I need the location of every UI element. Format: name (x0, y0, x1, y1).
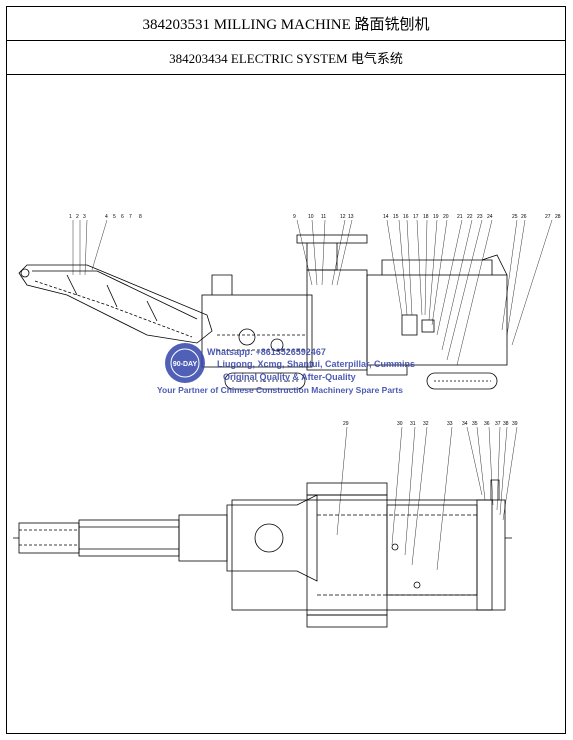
conveyor-side (18, 264, 213, 344)
svg-text:36: 36 (484, 421, 490, 427)
watermark-badge-icon (165, 343, 205, 383)
svg-text:8: 8 (139, 214, 142, 220)
svg-text:12: 12 (340, 214, 346, 220)
svg-text:14: 14 (383, 214, 389, 220)
svg-text:18: 18 (423, 214, 429, 220)
svg-text:7: 7 (129, 214, 132, 220)
svg-text:30: 30 (397, 421, 403, 427)
watermark-line-1: Whatsapp: +8613526592467 (207, 347, 326, 357)
svg-text:32: 32 (423, 421, 429, 427)
svg-text:13: 13 (348, 214, 354, 220)
svg-text:22: 22 (467, 214, 473, 220)
svg-text:11: 11 (321, 214, 326, 220)
svg-text:21: 21 (457, 214, 463, 220)
svg-text:15: 15 (393, 214, 399, 220)
svg-text:16: 16 (403, 214, 409, 220)
svg-text:10: 10 (308, 214, 314, 220)
svg-text:35: 35 (472, 421, 478, 427)
svg-text:28: 28 (555, 214, 561, 220)
svg-text:9: 9 (293, 214, 296, 220)
svg-text:19: 19 (433, 214, 439, 220)
svg-text:5: 5 (113, 214, 116, 220)
frame-top-view (231, 499, 493, 611)
svg-text:24: 24 (487, 214, 493, 220)
drawing-sheet: 384203531 MILLING MACHINE 路面铣刨机 38420343… (6, 6, 566, 734)
svg-text:37: 37 (495, 421, 501, 427)
svg-text:33: 33 (447, 421, 453, 427)
page-title: 384203531 MILLING MACHINE 路面铣刨机 (7, 7, 565, 41)
watermark-line-2: Liugong, Xcmg, Shantui, Caterpillar, Cum… (217, 359, 416, 369)
svg-text:4: 4 (105, 214, 108, 220)
svg-text:3: 3 (83, 214, 86, 220)
svg-text:25: 25 (512, 214, 518, 220)
svg-text:26: 26 (521, 214, 527, 220)
svg-text:1: 1 (69, 214, 72, 220)
svg-text:29: 29 (343, 421, 349, 427)
watermark-badge-text: 90-DAY (173, 361, 198, 368)
page-subtitle: 384203434 ELECTRIC SYSTEM 电气系统 (7, 41, 565, 75)
svg-text:31: 31 (410, 421, 416, 427)
svg-text:38: 38 (503, 421, 509, 427)
svg-text:6: 6 (121, 214, 124, 220)
svg-text:27: 27 (545, 214, 551, 220)
watermark-line-3: Original Quality & After-Quality (223, 372, 356, 382)
svg-text:23: 23 (477, 214, 483, 220)
rear-track (426, 372, 498, 390)
svg-text:39: 39 (512, 421, 518, 427)
watermark-line-4: Your Partner of Chinese Construction Mac… (157, 385, 403, 395)
svg-text:20: 20 (443, 214, 449, 220)
svg-text:34: 34 (462, 421, 468, 427)
svg-text:2: 2 (76, 214, 79, 220)
front-track (224, 372, 306, 390)
svg-text:17: 17 (413, 214, 419, 220)
